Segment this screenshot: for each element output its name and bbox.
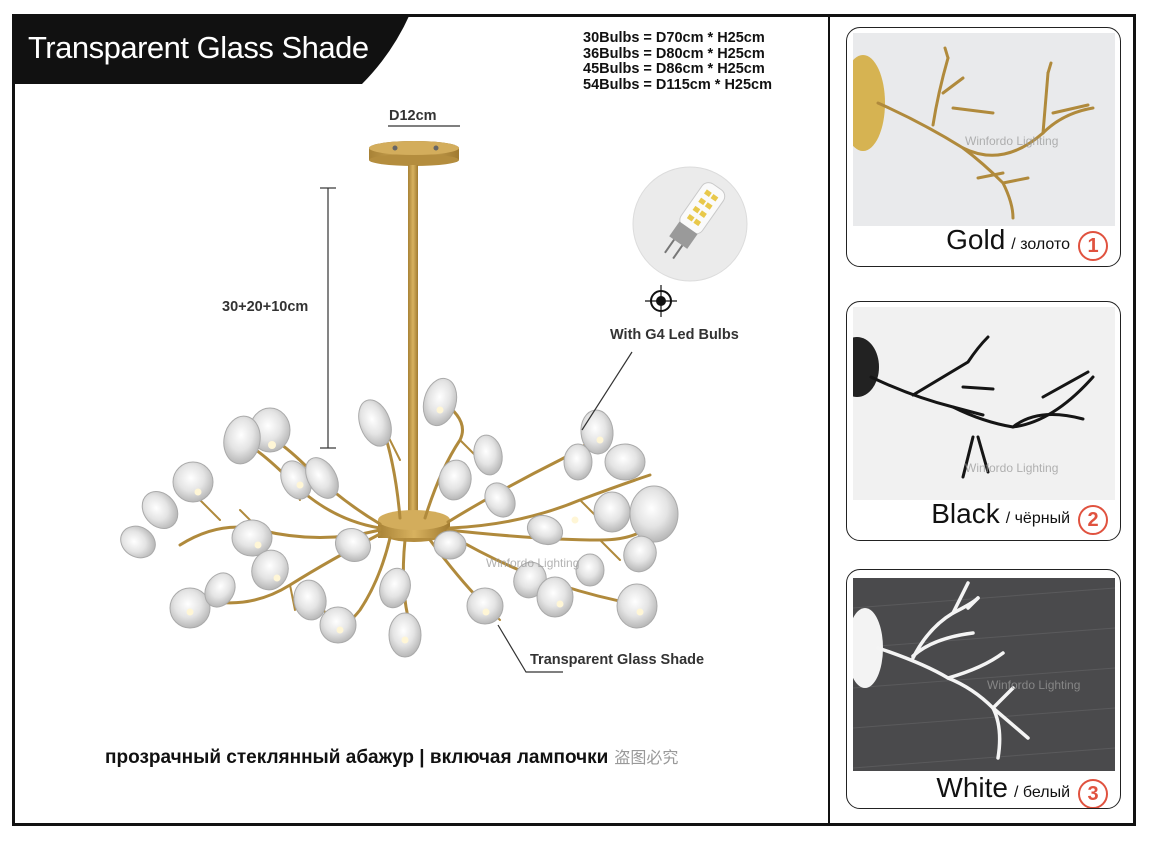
canopy-diameter-label: D12cm: [389, 108, 437, 124]
rod-length-label: 30+20+10cm: [222, 299, 309, 315]
swatch-ru: / белый: [1013, 784, 1070, 801]
swatch-gold[interactable]: Winfordo Lighting Gold / золото 1: [846, 27, 1121, 267]
swatch-name: White: [936, 772, 1008, 803]
swatch-name: Black: [931, 498, 1000, 529]
panel-divider: [828, 14, 830, 826]
swatch-black[interactable]: Winfordo Lighting Black / чёрный 2: [846, 301, 1121, 541]
watermark: Winfordo Lighting: [965, 461, 1059, 475]
gold-branch-photo: [853, 33, 1115, 226]
page-title: Transparent Glass Shade: [28, 30, 369, 65]
number-badge: 1: [1078, 231, 1108, 261]
watermark: Winfordo Lighting: [987, 678, 1081, 692]
black-branch-photo: [853, 307, 1115, 500]
bulb-label: With G4 Led Bulbs: [610, 327, 739, 343]
number-badge: 3: [1078, 779, 1108, 808]
crosshair-icon: [645, 285, 677, 317]
white-branch-photo: [853, 578, 1115, 771]
watermark: Winfordo Lighting: [486, 556, 580, 570]
spec-line: 30Bulbs = D70cm * H25cm: [583, 30, 765, 46]
outer-frame: [12, 14, 1136, 826]
swatch-ru: / чёрный: [1005, 510, 1070, 527]
caption-ru: прозрачный стеклянный абажур | включая л…: [105, 747, 609, 768]
shade-label: Transparent Glass Shade: [530, 652, 705, 668]
swatch-name: Gold: [946, 224, 1006, 255]
swatch-label: White / белый 3: [936, 772, 1108, 808]
swatch-label: Gold / золото 1: [946, 224, 1108, 261]
size-specs: 30Bulbs = D70cm * H25cm 36Bulbs = D80cm …: [583, 30, 773, 93]
spec-line: 36Bulbs = D80cm * H25cm: [583, 45, 765, 62]
chandelier-illustration: [120, 125, 748, 673]
watermark: Winfordo Lighting: [965, 134, 1059, 148]
glass-shades: [120, 377, 679, 658]
swatch-white[interactable]: Winfordo Lighting White / белый 3: [846, 569, 1121, 809]
swatch-ru: / золото: [1011, 236, 1070, 253]
swatch-label: Black / чёрный 2: [931, 498, 1108, 535]
caption-cn: 盗图必究: [614, 750, 679, 767]
spec-line: 54Bulbs = D115cm * H25cm: [583, 76, 773, 93]
spec-line: 45Bulbs = D86cm * H25cm: [583, 61, 765, 77]
caption: прозрачный стеклянный абажур | включая л…: [105, 744, 678, 769]
number-badge: 2: [1078, 505, 1108, 535]
title-tab: [12, 14, 410, 84]
